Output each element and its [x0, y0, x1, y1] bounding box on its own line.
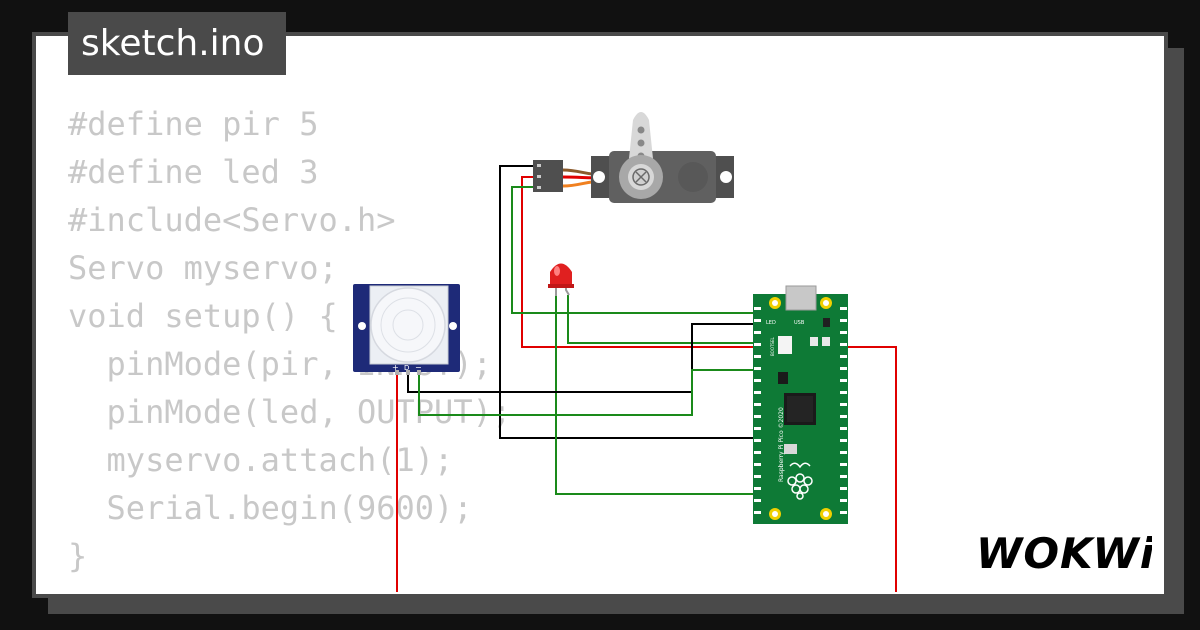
code-line: #define pir 5	[68, 105, 319, 143]
raspberry-pi-pico-board[interactable]: USB LED BOOTSEL Raspberry Pi Pico ©2020	[753, 285, 848, 524]
pico-left-pins	[754, 307, 761, 514]
pir-pin-label-vcc: +	[392, 363, 399, 372]
sketch-title: sketch.ino	[81, 23, 265, 64]
pico-right-pins	[840, 307, 847, 514]
wokwi-logo-text: WOKWi	[976, 529, 1152, 578]
horn-screw-icon	[632, 168, 650, 186]
wire-servo-signal[interactable]	[511, 186, 758, 314]
code-line: pinMode(led, OUTPUT);	[68, 393, 512, 431]
code-line: void setup() {	[68, 297, 338, 335]
servo-motor[interactable]	[533, 112, 734, 203]
wire-pir-gnd[interactable]	[418, 369, 758, 416]
bootsel-label: BOOTSEL	[770, 337, 775, 356]
mount-hole-icon	[358, 322, 366, 330]
raspberry-pi-logo-icon	[787, 462, 813, 500]
bootsel-button[interactable]	[778, 336, 792, 354]
preview-card	[32, 32, 1168, 598]
wire-pir-data[interactable]	[407, 323, 758, 393]
wokwi-logo[interactable]: WOKWi	[976, 524, 1152, 580]
wires	[396, 165, 897, 592]
code-line: #define led 3	[68, 153, 319, 191]
led-red[interactable]	[548, 263, 574, 297]
code-editor: #define pir 5 #define led 3 #include<Servo…	[68, 100, 511, 580]
code-line: Serial.begin(9600);	[68, 489, 473, 527]
pir-pin-label-data: D	[404, 364, 409, 372]
code-line: }	[68, 537, 88, 575]
code-line: #include<Servo.h>	[68, 201, 396, 239]
wire-led-anode[interactable]	[555, 295, 758, 495]
usb-port	[785, 285, 817, 311]
usb-label: USB	[794, 320, 805, 326]
pir-sensor[interactable]: + D −	[353, 284, 460, 375]
mount-hole-icon	[449, 322, 457, 330]
code-line: Servo myservo;	[68, 249, 338, 287]
pir-pin-label-gnd: −	[415, 363, 422, 372]
wire-servo-vcc[interactable]	[521, 176, 897, 592]
code-line: myservo.attach(1);	[68, 441, 454, 479]
led-label: LED	[766, 320, 776, 326]
code-line: pinMode(pir, INPUT);	[68, 345, 492, 383]
wire-servo-gnd[interactable]	[499, 165, 758, 439]
pico-board-label: Raspberry Pi Pico ©2020	[778, 407, 785, 482]
wire-led-cathode[interactable]	[567, 295, 758, 344]
sketch-title-tab[interactable]: sketch.ino	[68, 12, 286, 75]
